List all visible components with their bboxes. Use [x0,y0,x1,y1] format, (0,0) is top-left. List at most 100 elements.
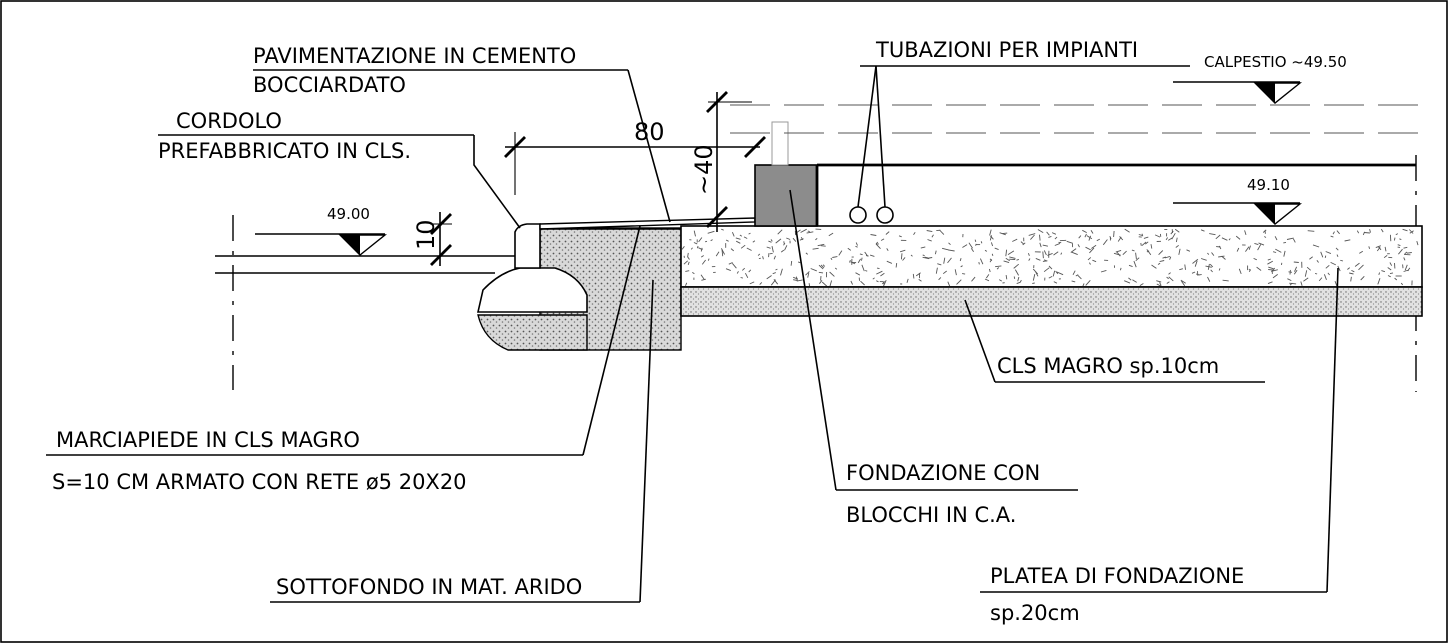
concrete-speckle [1393,237,1396,241]
concrete-speckle [1139,283,1144,286]
concrete-speckle [707,258,710,261]
concrete-speckle [1133,260,1137,268]
concrete-speckle [1028,233,1036,236]
concrete-speckle [1016,281,1021,285]
concrete-speckle [1047,252,1053,256]
concrete-speckle [736,271,739,274]
concrete-speckle [725,268,731,272]
concrete-speckle [1358,264,1364,271]
concrete-speckle [902,257,906,261]
cordolo-label-2: PREFABBRICATO IN CLS. [158,139,411,163]
concrete-speckle [1157,262,1161,265]
concrete-speckle [762,256,764,260]
concrete-speckle [700,274,705,280]
concrete-speckle [777,229,783,235]
concrete-speckle [1324,255,1327,259]
concrete-speckle [1085,246,1091,251]
concrete-speckle [850,280,854,285]
concrete-speckle [681,246,685,250]
concrete-speckle [838,250,843,256]
concrete-speckle [1384,246,1387,252]
concrete-speckle [1407,267,1411,272]
concrete-speckle [1005,257,1010,262]
concrete-speckle [1274,236,1278,241]
concrete-speckle [1132,279,1137,283]
concrete-speckle [1035,257,1041,261]
concrete-speckle [701,278,706,281]
concrete-speckle [989,235,993,241]
concrete-speckle [1375,245,1381,249]
concrete-speckle [834,267,838,270]
concrete-speckle [855,242,858,246]
concrete-speckle [937,263,942,266]
concrete-speckle [1268,269,1274,271]
concrete-speckle [698,247,703,251]
concrete-speckle [898,235,902,238]
concrete-speckle [820,264,825,269]
concrete-speckle [974,239,977,243]
concrete-speckle [1116,251,1121,257]
concrete-speckle [1362,231,1366,236]
concrete-speckle [998,279,1003,282]
concrete-speckle [1368,246,1371,249]
concrete-speckle [1359,250,1364,254]
concrete-speckle [1184,264,1186,270]
concrete-speckle [1344,239,1351,242]
concrete-speckle [1258,242,1265,246]
concrete-speckle [1207,276,1211,282]
concrete-speckle [735,240,741,244]
concrete-speckle [1253,257,1257,261]
concrete-speckle [1043,267,1050,273]
concrete-speckle [1088,235,1092,241]
concrete-speckle [1122,250,1127,256]
concrete-speckle [822,264,826,267]
concrete-speckle [1389,272,1394,275]
concrete-speckle [752,240,756,243]
concrete-speckle [1340,259,1344,262]
concrete-speckle [1369,228,1371,233]
concrete-speckle [1403,257,1406,261]
concrete-speckle [687,261,690,266]
concrete-speckle [990,242,994,247]
concrete-speckle [1380,228,1384,233]
concrete-speckle [1387,275,1391,278]
concrete-speckle [1012,238,1018,242]
dim-80-tick-left [504,136,526,158]
concrete-speckle [1055,270,1059,275]
concrete-speckle [1262,229,1267,233]
concrete-speckle [725,239,729,242]
concrete-speckle [1210,269,1213,273]
cls-magro-label: CLS MAGRO sp.10cm [997,354,1219,378]
concrete-speckle [1264,236,1267,238]
concrete-speckle [1166,276,1169,280]
concrete-speckle [913,231,916,235]
concrete-speckle [800,228,807,233]
concrete-speckle [1070,248,1077,253]
concrete-speckle [817,243,825,247]
concrete-speckle [1135,257,1140,261]
concrete-speckle [775,268,778,271]
concrete-speckle [1014,269,1019,276]
concrete-speckle [899,249,906,253]
concrete-speckle [960,265,963,268]
concrete-speckle [1109,236,1112,240]
fondazione-leader [789,189,837,491]
concrete-speckle [832,256,838,258]
concrete-speckle [1207,263,1210,270]
concrete-speckle [1115,249,1122,253]
concrete-speckles [681,228,1419,290]
concrete-speckle [1169,256,1172,260]
concrete-speckle [1009,256,1016,259]
concrete-speckle [850,261,856,265]
pavimentazione-label-2: BOCCIARDATO [253,73,406,97]
concrete-speckle [1039,242,1042,248]
concrete-speckle [920,246,926,249]
concrete-speckle [1318,277,1323,282]
concrete-speckle [926,230,933,233]
concrete-speckle [1165,237,1168,241]
concrete-speckle [1312,244,1320,248]
marciapiede-label-1: MARCIAPIEDE IN CLS MAGRO [56,428,360,452]
concrete-speckle [1156,280,1162,283]
concrete-speckle [1167,237,1173,241]
concrete-speckle [1404,251,1408,255]
